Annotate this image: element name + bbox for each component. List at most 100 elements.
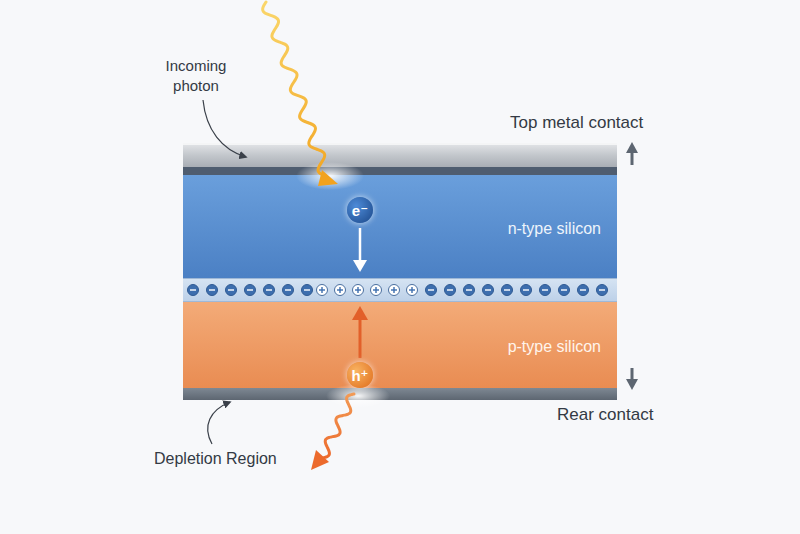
- hole-drift-arrow: [359, 318, 362, 358]
- p-type-band: p-type siliconh⁺: [183, 302, 617, 388]
- ion-circle: [226, 285, 237, 296]
- ion-sign: [542, 289, 548, 290]
- ion-sign: [357, 287, 358, 293]
- ion-sign: [339, 287, 340, 293]
- negative-ion: [245, 285, 256, 296]
- ion-sign: [580, 289, 586, 290]
- ion-circle: [578, 285, 589, 296]
- ion-circle: [389, 285, 400, 296]
- ion-sign: [411, 287, 412, 293]
- positive-ion: [407, 285, 418, 296]
- label-holder: Depletion Region: [154, 448, 277, 470]
- contact-interface: [183, 167, 617, 175]
- photon-arrowhead: [311, 450, 329, 470]
- ion-sign: [321, 287, 322, 293]
- ion-sign: [285, 289, 291, 290]
- carrier-symbol: h⁺: [351, 368, 368, 383]
- electron-drift-arrow: [359, 228, 362, 262]
- ion-sign: [375, 287, 376, 293]
- negative-ion: [264, 285, 275, 296]
- leader-line: [203, 100, 246, 157]
- electron-drift-arrowhead: [353, 260, 367, 272]
- hole-carrier: h⁺: [347, 362, 373, 388]
- part-label: Rear contact: [557, 404, 653, 427]
- ion-circle: [283, 285, 294, 296]
- n-type-layer: [183, 175, 617, 278]
- ion-circle: [302, 285, 313, 296]
- charge-symbols: [188, 285, 608, 296]
- layer-label: n-type silicon: [508, 220, 601, 238]
- ion-sign: [599, 289, 605, 290]
- depletion-region: [183, 278, 617, 302]
- rear-contact: [183, 388, 617, 400]
- label-holder: Rear contact: [557, 404, 653, 427]
- callout-label: Incoming photon: [148, 56, 244, 97]
- label-holder: Top metal contact: [510, 112, 643, 135]
- ion-circle: [353, 285, 364, 296]
- ion-circle: [597, 285, 608, 296]
- terminal-arrowhead: [626, 142, 638, 153]
- ion-circle: [317, 285, 328, 296]
- negative-ion: [226, 285, 237, 296]
- terminal-arrow: [631, 152, 634, 165]
- ion-sign: [247, 289, 253, 290]
- terminal-arrowhead: [626, 379, 638, 390]
- callout-label: Depletion Region: [154, 448, 277, 470]
- ion-circle: [502, 285, 513, 296]
- negative-ion: [464, 285, 475, 296]
- part-label: Top metal contact: [510, 112, 643, 135]
- emitted-photon-wave: [322, 394, 354, 458]
- leader-line: [208, 402, 230, 444]
- ion-circle: [540, 285, 551, 296]
- negative-ion: [521, 285, 532, 296]
- photon-arrowhead: [318, 170, 338, 186]
- ion-circle: [521, 285, 532, 296]
- ion-sign: [209, 289, 215, 290]
- negative-ion: [578, 285, 589, 296]
- top-metal-contact: [183, 143, 617, 167]
- ion-sign: [266, 289, 272, 290]
- ion-circle: [483, 285, 494, 296]
- ion-circle: [464, 285, 475, 296]
- ion-sign: [466, 289, 472, 290]
- negative-ion: [188, 285, 199, 296]
- ion-sign: [393, 287, 394, 293]
- negative-ion: [283, 285, 294, 296]
- electron-carrier: e⁻: [347, 197, 373, 223]
- ion-sign: [428, 289, 434, 290]
- negative-ion: [559, 285, 570, 296]
- layer-label-holder: n-type silicon: [508, 220, 601, 238]
- ion-circle: [245, 285, 256, 296]
- negative-ion: [426, 285, 437, 296]
- positive-ion: [317, 285, 328, 296]
- photon-impact-glow: [296, 162, 364, 190]
- carrier-symbol: e⁻: [352, 203, 368, 218]
- ion-sign: [190, 289, 196, 290]
- ion-circle: [335, 285, 346, 296]
- negative-ion: [540, 285, 551, 296]
- ion-sign: [504, 289, 510, 290]
- negative-ion: [302, 285, 313, 296]
- ion-circle: [559, 285, 570, 296]
- negative-ion: [207, 285, 218, 296]
- ion-sign: [228, 289, 234, 290]
- n-type-band: n-type silicon e⁻: [183, 175, 617, 278]
- ion-sign: [485, 289, 491, 290]
- incoming-photon-wave: [263, 2, 326, 176]
- junction-edge: [183, 301, 617, 302]
- ion-circle: [371, 285, 382, 296]
- negative-ion: [483, 285, 494, 296]
- hole-drift-arrowhead: [352, 306, 368, 320]
- ion-sign: [304, 289, 310, 290]
- junction-edge: [183, 278, 617, 279]
- negative-ion: [597, 285, 608, 296]
- ion-circle: [407, 285, 418, 296]
- negative-ion: [445, 285, 456, 296]
- positive-ion: [371, 285, 382, 296]
- ion-sign: [447, 289, 453, 290]
- terminal-arrow: [631, 368, 634, 380]
- positive-ion: [353, 285, 364, 296]
- ion-circle: [264, 285, 275, 296]
